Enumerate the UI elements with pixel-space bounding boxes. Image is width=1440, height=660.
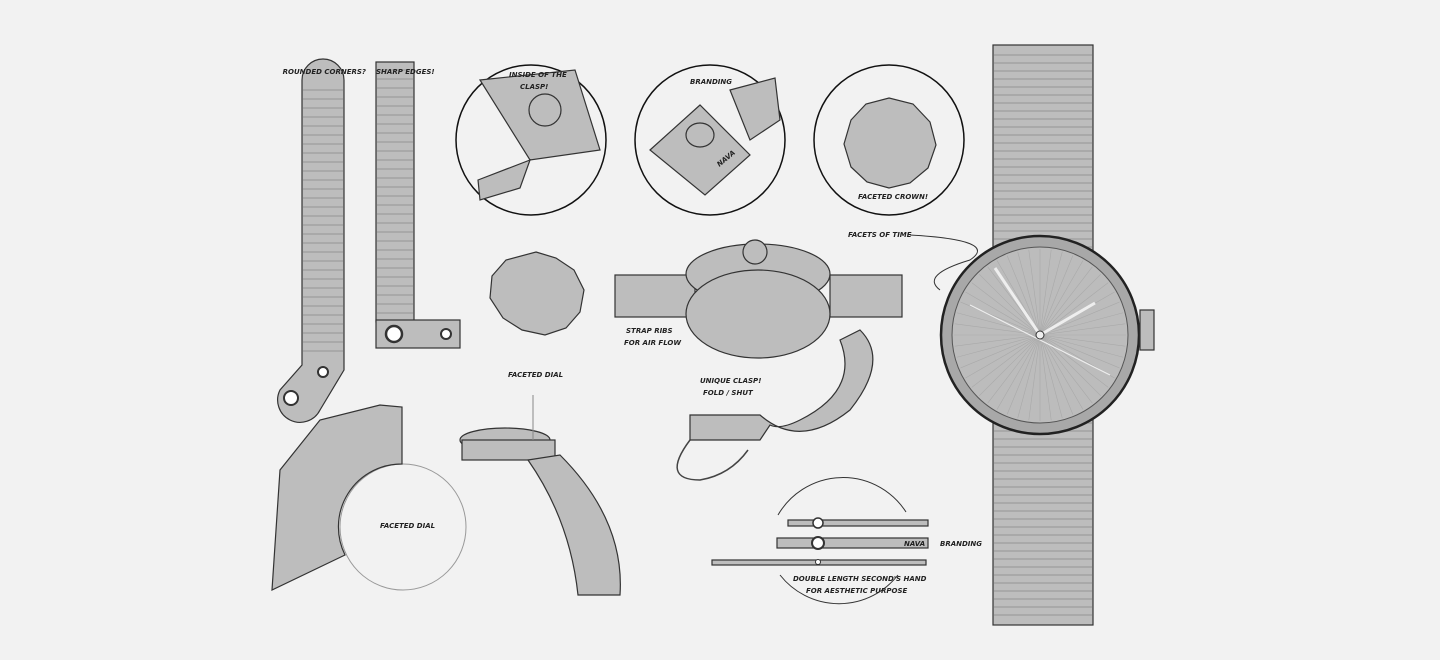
branding-detail: NAVA: [634, 64, 786, 216]
dial-facet-ray: [1039, 334, 1093, 404]
label-faceted-crown: FACETED CROWN!: [858, 193, 928, 201]
watch-hands-sketch: [711, 477, 929, 605]
dial-facet-ray: [1039, 249, 1052, 336]
faceted-dial-fan-sketch: [271, 404, 467, 591]
label-branding-top: BRANDING: [690, 78, 732, 86]
label-unique-clasp-2: FOLD / SHUT: [703, 389, 754, 397]
label-second-hand-1: DOUBLE LENGTH SECOND'S HAND: [793, 575, 927, 583]
rounded-strap-sketch: [277, 58, 345, 423]
dial-facet-ray: [1039, 334, 1084, 410]
faceted-crown-top-view: [489, 251, 585, 336]
dial-facet-ray: [987, 334, 1041, 404]
label-inside-clasp-2: CLASP!: [520, 83, 548, 91]
dial-facet-ray: [960, 334, 1041, 369]
main-watch-sketch: [939, 44, 1155, 626]
dial-facet-ray: [1006, 255, 1041, 336]
clasp-inside-detail: [455, 64, 607, 216]
side-view-watch-sketch: [459, 427, 621, 596]
label-faceted-dial-side: FACETED DIAL: [508, 371, 563, 379]
dial-facet-ray: [978, 334, 1041, 397]
label-sharp-edges: SHARP EDGES!: [376, 68, 435, 76]
dial-facet-ray: [956, 334, 1041, 358]
fold-arrow: [676, 439, 749, 481]
dial-facet-ray: [1017, 334, 1041, 419]
label-unique-clasp-1: UNIQUE CLASP!: [700, 377, 761, 385]
dial-facet-ray: [1039, 323, 1126, 336]
dial-facet-ray: [1039, 260, 1084, 336]
dial-facet-ray: [971, 282, 1041, 336]
dial-facet-ray: [1039, 334, 1052, 421]
label-faceted-dial-fan: FACETED DIAL: [380, 522, 435, 530]
label-strap-ribs-1: STRAP RIBS: [626, 327, 673, 335]
case-back-sketch: [614, 239, 903, 359]
dial-facet-ray: [954, 334, 1041, 347]
dial-facet-ray: [1039, 312, 1124, 336]
dial-facet-ray: [971, 334, 1041, 388]
label-rounded-corners: ROUNDED CORNERS?: [283, 68, 366, 76]
dial-facet-ray: [1039, 334, 1063, 419]
dial-facet-ray: [965, 291, 1041, 336]
dial-facet-ray: [956, 312, 1041, 336]
label-branding-hands: BRANDING: [940, 540, 982, 548]
dial-facet-ray: [1039, 273, 1102, 336]
dial-facet-ray: [1039, 334, 1109, 388]
dial-facet-ray: [1028, 249, 1041, 336]
dial-facet-ray: [1006, 334, 1041, 415]
dial-facet-ray: [996, 334, 1041, 410]
dial-facet-ray: [1039, 334, 1120, 369]
dial-facet-ray: [1039, 255, 1074, 336]
label-inside-clasp-1: INSIDE OF THE: [509, 71, 567, 79]
dial-facet-ray: [1017, 251, 1041, 336]
label-facets-of-time: FACETS OF TIME: [848, 231, 912, 239]
dial-facet-ray: [978, 273, 1041, 336]
facets-pointer-line: [909, 234, 978, 291]
label-second-hand-2: FOR AESTHETIC PURPOSE: [806, 587, 907, 595]
dial-facet-ray: [1039, 301, 1120, 336]
clasp-fold-sketch: [689, 329, 874, 441]
dial-facet-ray: [960, 301, 1041, 336]
dial-facet-ray: [965, 334, 1041, 379]
dial-facet-ray: [1039, 266, 1093, 336]
hand-logo: NAVA: [904, 540, 925, 548]
label-strap-ribs-2: FOR AIR FLOW: [624, 339, 681, 347]
faceted-crown-detail: [813, 64, 965, 216]
dial-facet-ray: [1039, 282, 1109, 336]
dial-facet-ray: [1028, 334, 1041, 421]
dial-facet-ray: [1039, 334, 1126, 347]
dial-facet-ray: [1039, 334, 1074, 415]
sharp-strap-sketch: [375, 61, 461, 349]
dial-facet-ray: [1039, 251, 1063, 336]
dial-facet-ray: [1039, 334, 1124, 358]
